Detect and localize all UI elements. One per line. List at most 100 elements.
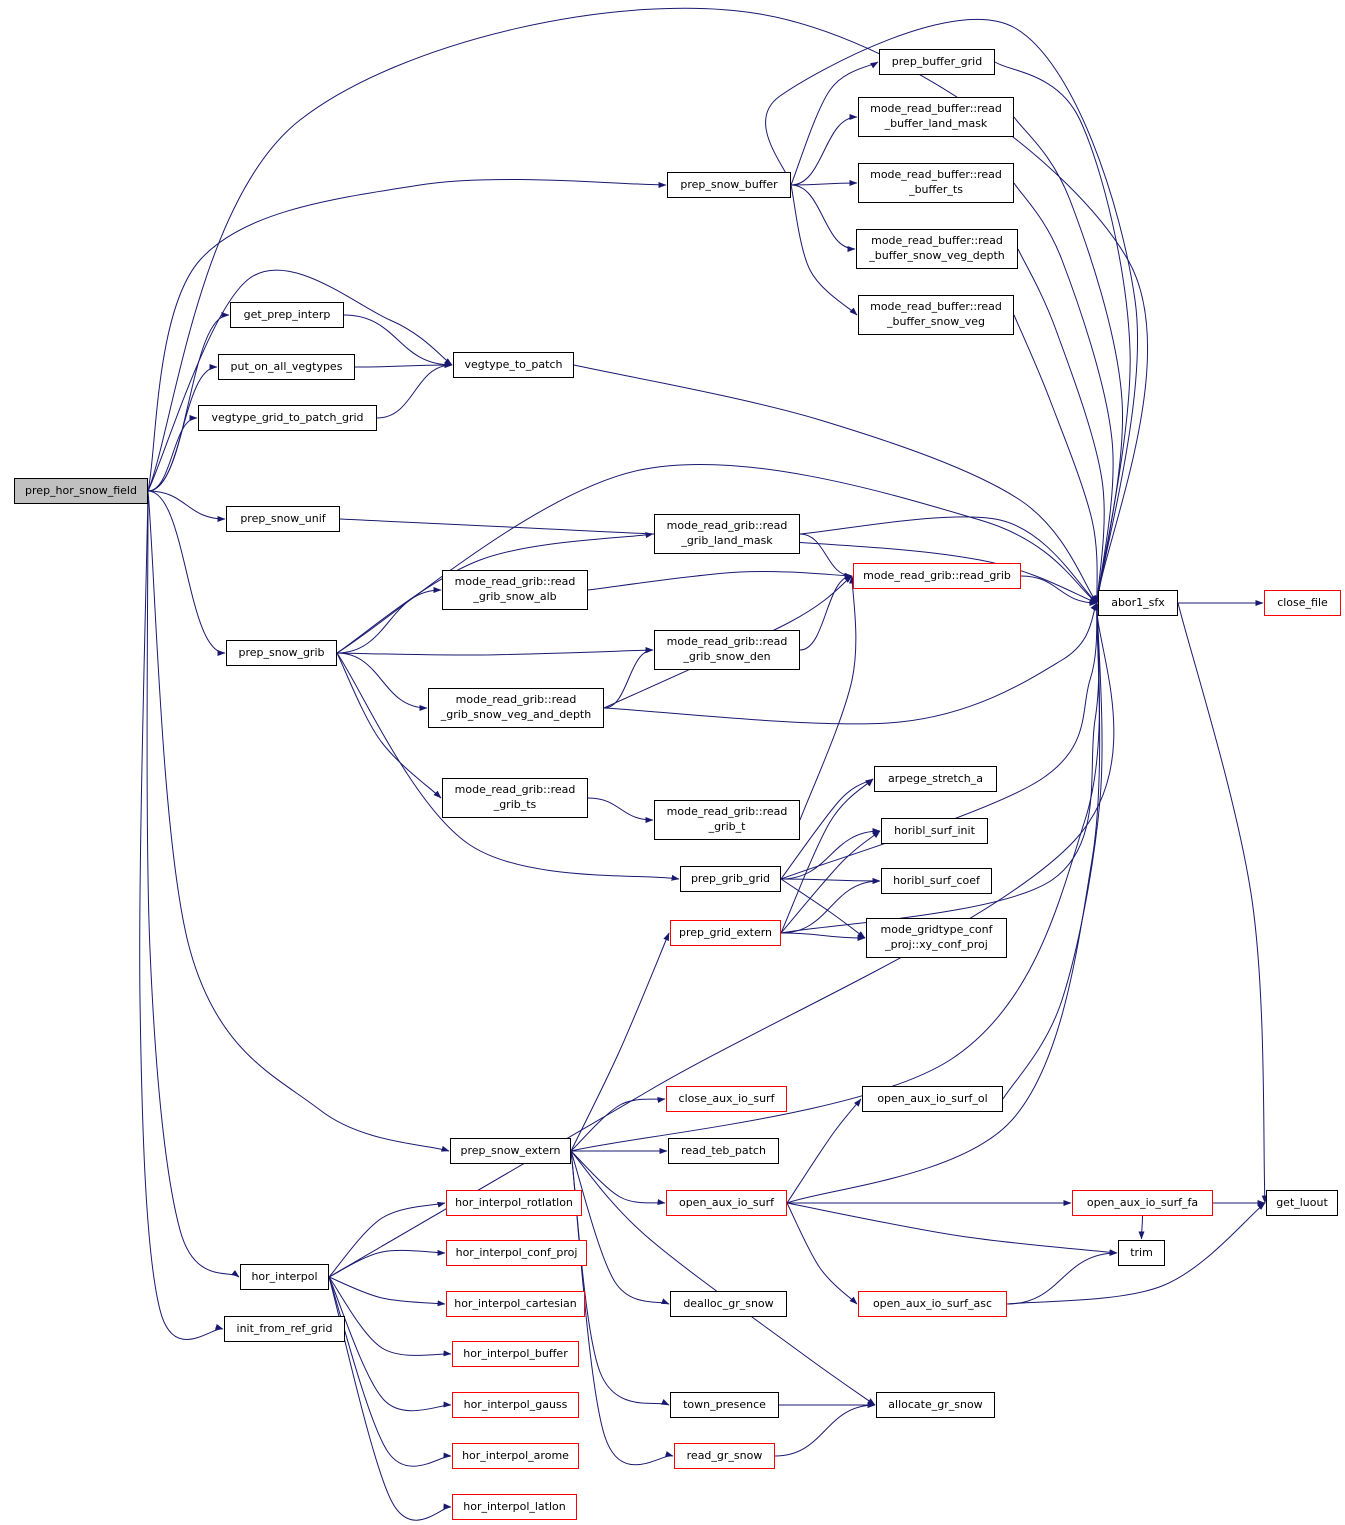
node-rg_snow_veg_and_depth[interactable]: mode_read_grib::read_grib_snow_veg_and_d… (428, 688, 604, 728)
node-hor_interpol_arome[interactable]: hor_interpol_arome (452, 1443, 579, 1469)
node-label: horibl_surf_init (894, 823, 975, 837)
edge-prep_snow_grib-rg_ts (336, 652, 442, 799)
node-main: prep_hor_snow_field (14, 478, 148, 504)
node-get_luout[interactable]: get_luout (1266, 1190, 1338, 1216)
edge-hor_interpol-hor_interpol_rotlatlon (328, 1201, 446, 1278)
edge-open_aux_io_surf_ol-abor1_sfx (1002, 602, 1103, 1100)
edge-main-abor1_sfx (147, 7, 1149, 604)
edge-hor_interpol-hor_interpol_buffer (328, 1276, 452, 1357)
node-label: close_aux_io_surf (678, 1091, 775, 1105)
node-label: mode_read_buffer::read (870, 102, 1002, 116)
node-label: mode_read_grib::read (666, 519, 788, 533)
node-prep_snow_extern[interactable]: prep_snow_extern (450, 1138, 571, 1164)
node-arpege_stretch_a[interactable]: arpege_stretch_a (874, 766, 997, 792)
node-label: dealloc_gr_snow (683, 1296, 774, 1310)
node-open_aux_io_surf_fa[interactable]: open_aux_io_surf_fa (1072, 1190, 1213, 1216)
edge-prep_grib_grid-xy_conf_proj (780, 878, 866, 939)
node-put_on_all_vegtypes[interactable]: put_on_all_vegtypes (218, 354, 355, 380)
edge-open_aux_io_surf_asc-trim (1006, 1250, 1118, 1305)
node-label: prep_grid_extern (678, 925, 773, 939)
edge-open_aux_io_surf-open_aux_io_surf_ol (786, 1098, 862, 1204)
edge-prep_snow_buffer-rb_snow_veg (790, 184, 858, 316)
edge-main-prep_snow_extern (147, 490, 450, 1152)
node-open_aux_io_surf_asc[interactable]: open_aux_io_surf_asc (858, 1291, 1007, 1317)
node-prep_grid_extern[interactable]: prep_grid_extern (670, 920, 781, 946)
edge-prep_snow_grib-rg_snow_veg_and_depth (336, 652, 428, 711)
edge-main-hor_interpol (146, 490, 240, 1278)
node-town_presence[interactable]: town_presence (670, 1392, 779, 1418)
node-label: _buffer_snow_veg_depth (869, 249, 1005, 262)
node-trim[interactable]: trim (1118, 1240, 1165, 1266)
node-prep_grib_grid[interactable]: prep_grib_grid (680, 866, 781, 892)
node-rb_land_mask[interactable]: mode_read_buffer::read_buffer_land_mask (858, 97, 1014, 137)
node-read_grib[interactable]: mode_read_grib::read_grib (853, 563, 1021, 589)
edge-rg_snow_alb-read_grib (587, 570, 853, 591)
node-label: _grib_land_mask (681, 534, 773, 547)
node-hor_interpol_latlon[interactable]: hor_interpol_latlon (452, 1494, 577, 1520)
node-vegtype_to_patch[interactable]: vegtype_to_patch (453, 352, 574, 378)
node-hor_interpol_gauss[interactable]: hor_interpol_gauss (452, 1392, 579, 1418)
node-prep_buffer_grid[interactable]: prep_buffer_grid (879, 49, 995, 75)
node-horibl_surf_coef[interactable]: horibl_surf_coef (881, 868, 992, 894)
node-close_aux_io_surf[interactable]: close_aux_io_surf (666, 1086, 787, 1112)
node-rg_land_mask[interactable]: mode_read_grib::read_grib_land_mask (654, 514, 800, 554)
node-hor_interpol_cartesian[interactable]: hor_interpol_cartesian (446, 1291, 585, 1317)
node-hor_interpol_conf_proj[interactable]: hor_interpol_conf_proj (446, 1240, 587, 1266)
node-hor_interpol_buffer[interactable]: hor_interpol_buffer (452, 1341, 579, 1367)
node-prep_snow_grib[interactable]: prep_snow_grib (226, 640, 337, 666)
edge-prep_snow_extern-open_aux_io_surf (570, 1150, 666, 1205)
node-prep_snow_unif[interactable]: prep_snow_unif (226, 506, 340, 532)
edge-prep_snow_grib-rg_land_mask (336, 532, 654, 654)
node-xy_conf_proj[interactable]: mode_gridtype_conf_proj::xy_conf_proj (866, 918, 1007, 958)
node-label: _grib_ts (493, 798, 537, 811)
node-hor_interpol_rotlatlon[interactable]: hor_interpol_rotlatlon (446, 1190, 582, 1216)
node-read_gr_snow[interactable]: read_gr_snow (674, 1443, 775, 1469)
edge-prep_snow_grib-rg_snow_alb (336, 587, 442, 654)
node-open_aux_io_surf_ol[interactable]: open_aux_io_surf_ol (862, 1086, 1003, 1112)
edge-hor_interpol-hor_interpol_gauss (328, 1276, 452, 1412)
node-dealloc_gr_snow[interactable]: dealloc_gr_snow (670, 1291, 787, 1317)
node-hor_interpol[interactable]: hor_interpol (240, 1264, 329, 1290)
node-rb_ts[interactable]: mode_read_buffer::read_buffer_ts (858, 163, 1014, 203)
node-rb_snow_veg[interactable]: mode_read_buffer::read_buffer_snow_veg (858, 295, 1014, 335)
node-open_aux_io_surf[interactable]: open_aux_io_surf (666, 1190, 787, 1216)
node-label: mode_read_grib::read (666, 635, 788, 649)
edge-rg_snow_den-read_grib (799, 573, 853, 651)
edge-prep_grid_extern-arpege_stretch_a (780, 778, 874, 934)
node-rg_snow_den[interactable]: mode_read_grib::read_grib_snow_den (654, 630, 800, 670)
edge-rb_land_mask-abor1_sfx (1013, 116, 1124, 604)
node-rg_ts[interactable]: mode_read_grib::read_grib_ts (442, 778, 588, 818)
node-label: mode_read_grib::read (666, 805, 788, 819)
edge-rb_snow_veg_depth-abor1_sfx (1017, 248, 1105, 604)
edge-main-init_from_ref_grid (139, 490, 224, 1340)
edge-main-get_prep_interp (147, 312, 230, 492)
node-allocate_gr_snow[interactable]: allocate_gr_snow (876, 1392, 995, 1418)
node-horibl_surf_init[interactable]: horibl_surf_init (881, 818, 988, 844)
node-label: vegtype_grid_to_patch_grid (211, 410, 364, 424)
node-rb_snow_veg_depth[interactable]: mode_read_buffer::read_buffer_snow_veg_d… (856, 229, 1018, 269)
node-prep_snow_buffer[interactable]: prep_snow_buffer (667, 172, 791, 198)
node-label: arpege_stretch_a (888, 771, 983, 785)
node-label: prep_snow_grib (238, 645, 325, 659)
edge-get_prep_interp-vegtype_to_patch (343, 314, 453, 368)
node-rg_t[interactable]: mode_read_grib::read_grib_t (654, 800, 800, 840)
node-vegtype_grid_to_patch_grid[interactable]: vegtype_grid_to_patch_grid (198, 405, 377, 431)
edge-abor1_sfx-get_luout (1177, 602, 1268, 1204)
node-label: get_luout (1276, 1195, 1328, 1209)
node-close_file[interactable]: close_file (1264, 590, 1341, 616)
node-init_from_ref_grid[interactable]: init_from_ref_grid (224, 1316, 345, 1342)
node-read_teb_patch[interactable]: read_teb_patch (668, 1138, 779, 1164)
node-rg_snow_alb[interactable]: mode_read_grib::read_grib_snow_alb (442, 570, 588, 610)
node-label: mode_read_buffer::read (870, 300, 1002, 314)
node-label: _grib_snow_alb (473, 590, 557, 603)
node-label: hor_interpol_rotlatlon (455, 1195, 573, 1209)
node-label: hor_interpol_arome (462, 1448, 569, 1462)
node-get_prep_interp[interactable]: get_prep_interp (230, 302, 344, 328)
edge-read_grib-abor1_sfx (1020, 575, 1098, 606)
edge-rg_land_mask-read_grib (799, 533, 853, 579)
node-label: prep_snow_extern (460, 1143, 561, 1157)
node-label: hor_interpol_conf_proj (455, 1245, 578, 1259)
node-abor1_sfx[interactable]: abor1_sfx (1098, 590, 1178, 616)
edge-prep_snow_extern-prep_grid_extern (570, 932, 670, 1152)
node-label: mode_read_grib::read (454, 575, 576, 589)
